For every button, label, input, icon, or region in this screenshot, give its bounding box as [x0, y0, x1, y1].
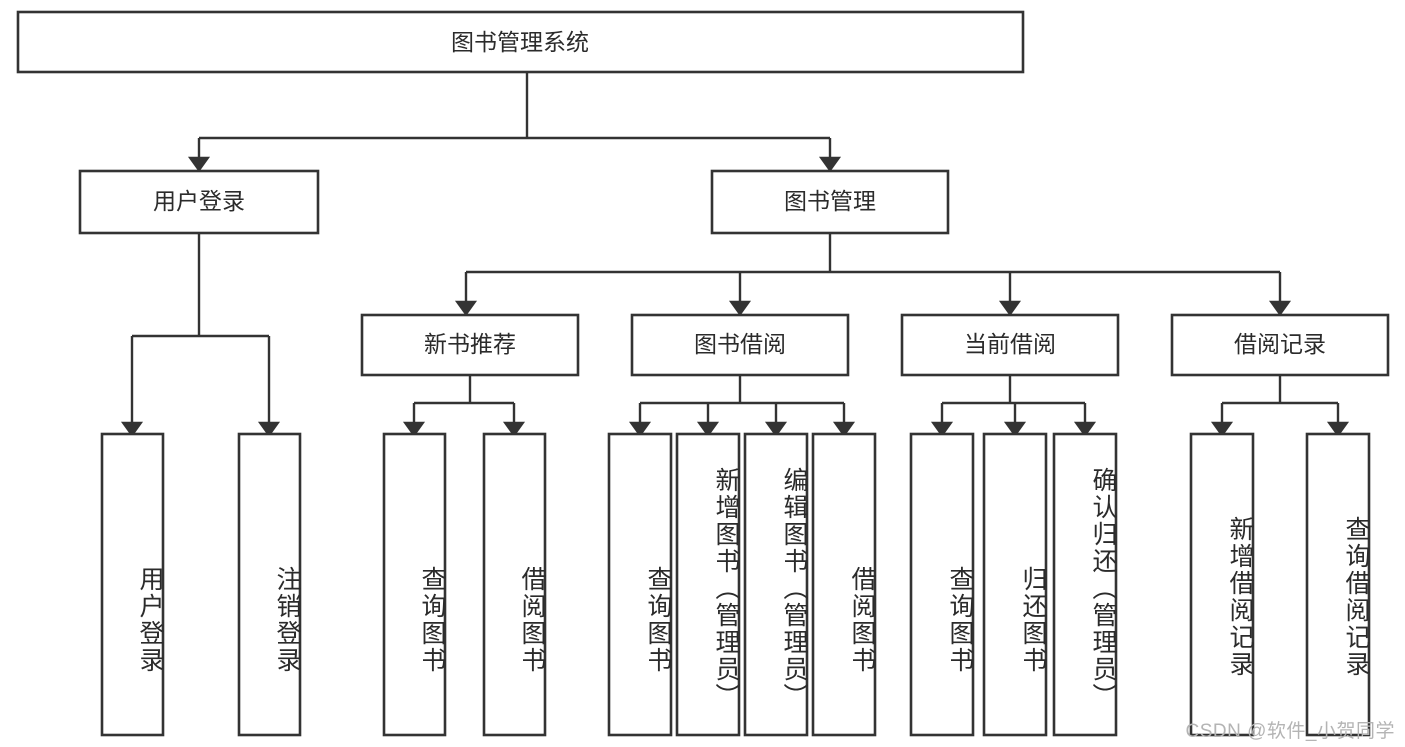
node-leaf-query-record-rect[interactable] [1305, 432, 1371, 737]
node-current-borrow-rect[interactable] [900, 313, 1120, 377]
node-borrow-record-label: 借阅记录 [1234, 331, 1326, 357]
node-root-rect[interactable] [16, 10, 1025, 74]
node-book-manage-label: 图书管理 [784, 188, 876, 214]
node-leaf-query-book-2-rect[interactable] [607, 432, 673, 737]
node-book-borrow-rect[interactable] [630, 313, 850, 377]
node-leaf-confirm-return-rect[interactable] [1052, 432, 1118, 737]
node-leaf-query-book-1-rect[interactable] [382, 432, 447, 737]
node-book-borrow-label: 图书借阅 [694, 331, 786, 357]
node-leaf-borrow-book-2-rect[interactable] [811, 432, 877, 737]
connector-group [120, 72, 1350, 438]
node-book-borrow[interactable]: 图书借阅 [630, 313, 850, 377]
node-borrow-record-rect[interactable] [1170, 313, 1390, 377]
node-root[interactable]: 图书管理系统 [16, 10, 1025, 74]
leaf-rect-group [100, 432, 1371, 737]
node-user-login-label: 用户登录 [153, 188, 245, 214]
node-book-manage[interactable]: 图书管理 [710, 169, 950, 235]
node-leaf-user-login-rect[interactable] [100, 432, 165, 737]
node-user-login-rect[interactable] [78, 169, 320, 235]
node-leaf-logout-rect[interactable] [237, 432, 302, 737]
node-leaf-edit-book-rect[interactable] [743, 432, 809, 737]
node-user-login[interactable]: 用户登录 [78, 169, 320, 235]
node-leaf-add-record-rect[interactable] [1189, 432, 1255, 737]
node-current-borrow[interactable]: 当前借阅 [900, 313, 1120, 377]
node-leaf-query-book-3-rect[interactable] [909, 432, 975, 737]
watermark-text: CSDN @软件_小贺同学 [1185, 721, 1395, 742]
node-leaf-borrow-book-1-rect[interactable] [482, 432, 547, 737]
node-new-book-recommend-rect[interactable] [360, 313, 580, 377]
node-borrow-record[interactable]: 借阅记录 [1170, 313, 1390, 377]
node-root-label: 图书管理系统 [451, 29, 589, 55]
node-current-borrow-label: 当前借阅 [964, 331, 1056, 357]
node-book-manage-rect[interactable] [710, 169, 950, 235]
node-leaf-add-book-rect[interactable] [675, 432, 741, 737]
node-new-book-recommend-label: 新书推荐 [424, 331, 516, 357]
node-new-book-recommend[interactable]: 新书推荐 [360, 313, 580, 377]
node-leaf-return-book-rect[interactable] [982, 432, 1048, 737]
